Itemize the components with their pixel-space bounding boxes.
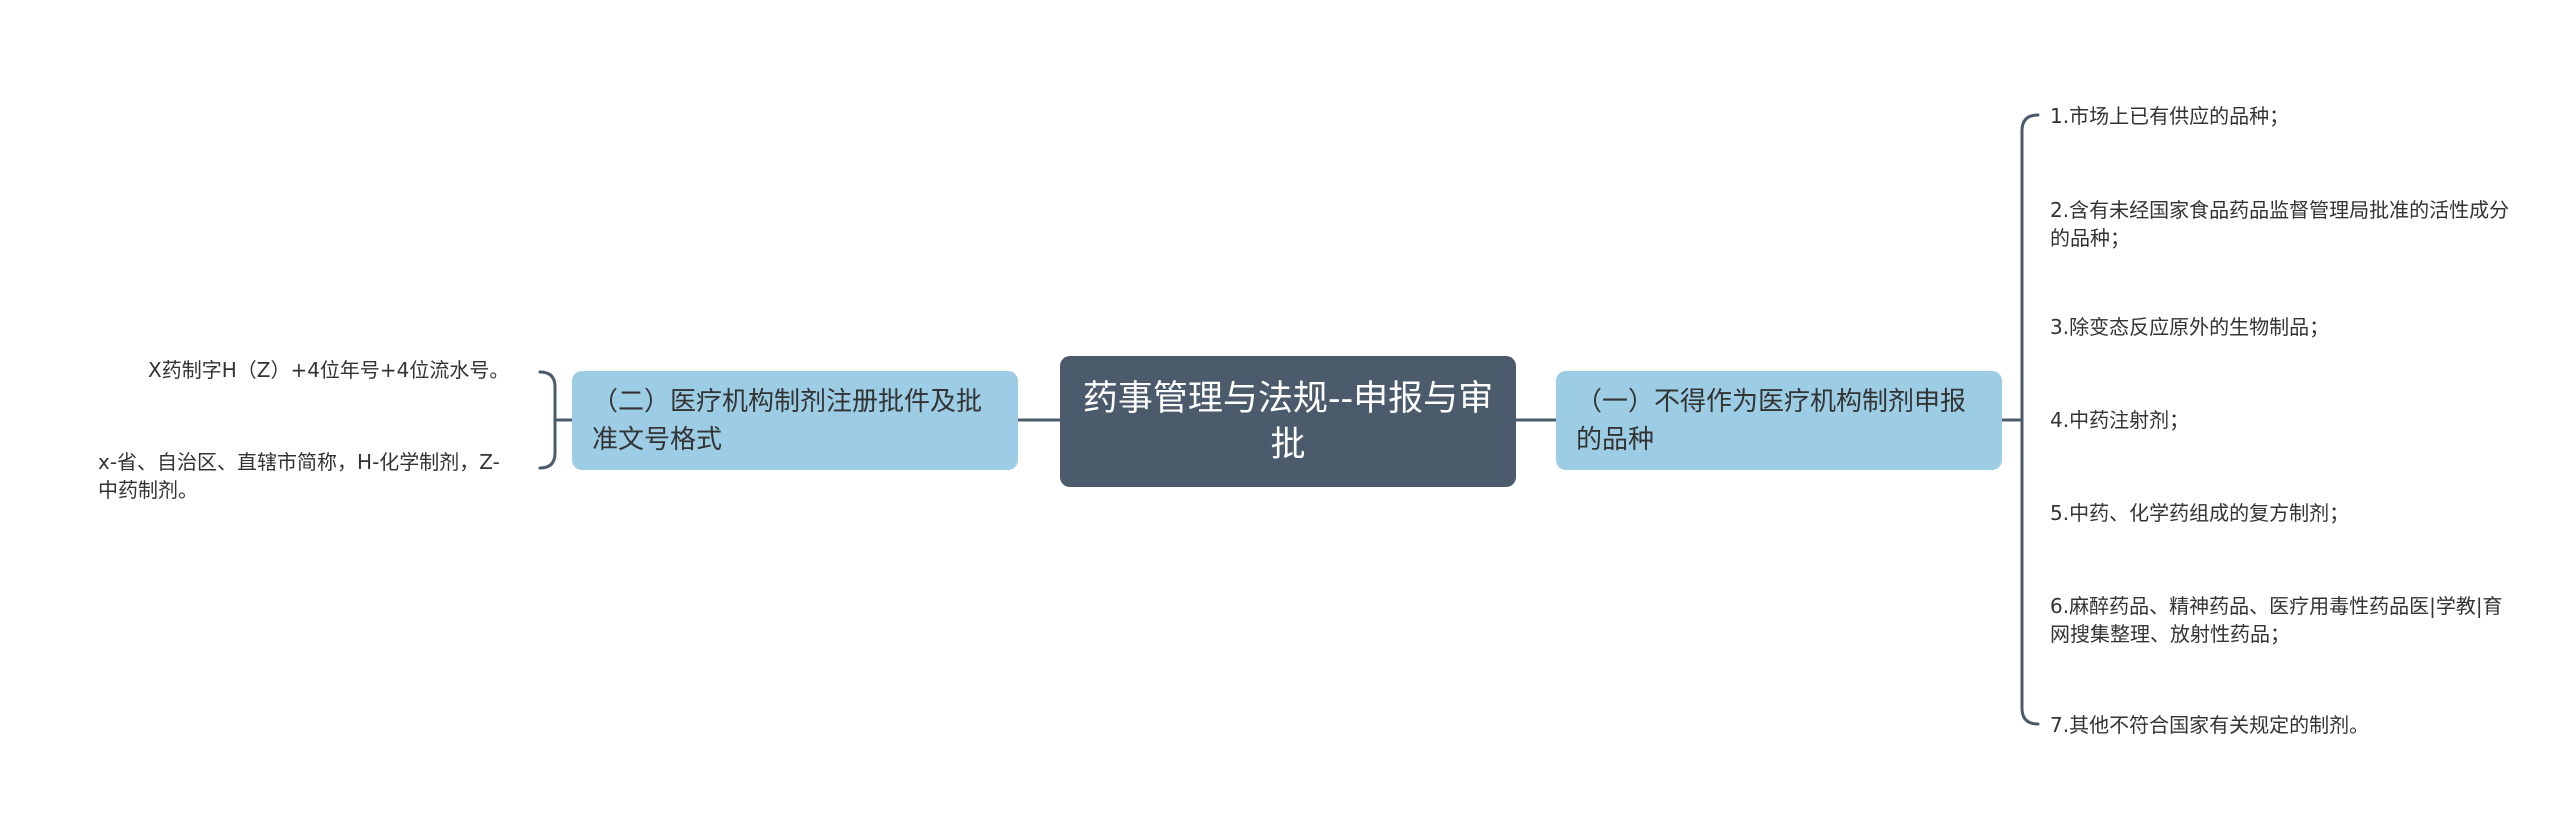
branch-right-label: （一）不得作为医疗机构制剂申报的品种 [1576, 386, 1967, 455]
right-leaf-6[interactable]: 6.麻醉药品、精神药品、医疗用毒性药品医|学教|育网搜集整理、放射性药品； [2050, 594, 2503, 646]
central-topic-label: 药事管理与法规--申报与审批 [1082, 378, 1494, 465]
left-leaf-2[interactable]: x-省、自治区、直辖市简称，H-化学制剂，Z-中药制剂。 [98, 450, 500, 502]
right-leaf-5[interactable]: 5.中药、化学药组成的复方制剂； [2050, 501, 2350, 525]
right-leaf-4[interactable]: 4.中药注射剂； [2050, 408, 2190, 432]
branch-left[interactable]: （二）医疗机构制剂注册批件及批准文号格式 [572, 371, 1018, 470]
right-leaf-1[interactable]: 1.市场上已有供应的品种； [2050, 104, 2290, 128]
left-leaf-1[interactable]: X药制字H（Z）+4位年号+4位流水号。 [148, 358, 510, 382]
left-bracket [538, 370, 574, 470]
right-leaf-3[interactable]: 3.除变态反应原外的生物制品； [2050, 315, 2330, 339]
central-topic[interactable]: 药事管理与法规--申报与审批 [1060, 356, 1516, 487]
right-bracket [2000, 113, 2040, 726]
right-leaf-2[interactable]: 2.含有未经国家食品药品监督管理局批准的活性成分的品种； [2050, 198, 2510, 250]
branch-right[interactable]: （一）不得作为医疗机构制剂申报的品种 [1556, 371, 2002, 470]
right-leaf-7[interactable]: 7.其他不符合国家有关规定的制剂。 [2050, 713, 2370, 737]
branch-left-label: （二）医疗机构制剂注册批件及批准文号格式 [592, 386, 983, 455]
